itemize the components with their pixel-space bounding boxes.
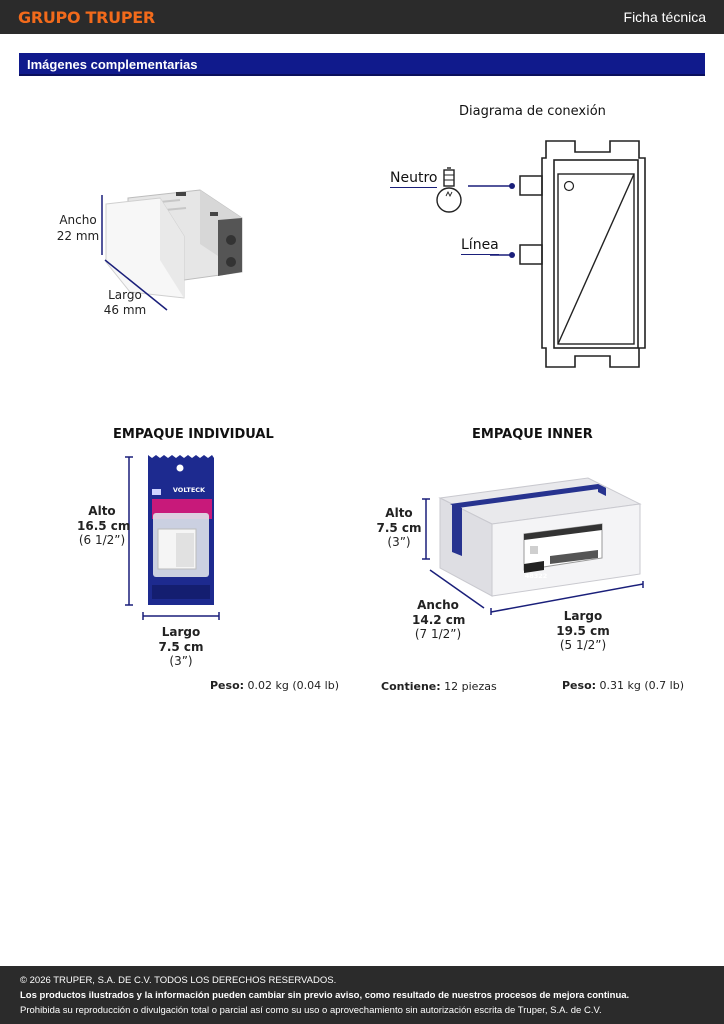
diagram-neutro-label: Neutro [390, 170, 438, 188]
product-largo-value: 46 mm [103, 303, 147, 317]
empaque-individual-alto-label: Alto [88, 504, 116, 518]
empaque-individual-largo-cm: 7.5 cm [158, 640, 204, 654]
connection-diagram [436, 140, 646, 368]
diagram-title: Diagrama de conexión [459, 104, 606, 119]
diagram-linea-label: Línea [461, 237, 499, 255]
empaque-individual-largo-dimension [142, 612, 220, 620]
brand-logo: GRUPO TRUPER [18, 8, 155, 27]
section-header: Imágenes complementarias [19, 53, 705, 76]
empaque-inner-contiene-label: Contiene: [381, 680, 441, 693]
empaque-inner-ancho-cm: 14.2 cm [412, 613, 466, 627]
empaque-inner-contiene-value: 12 piezas [444, 680, 497, 693]
empaque-individual-peso: Peso: 0.02 kg (0.04 lb) [210, 679, 339, 692]
document-type: Ficha técnica [623, 9, 706, 25]
section-title: Imágenes complementarias [27, 57, 198, 72]
empaque-individual-alto-dimension [125, 456, 133, 606]
product-ancho-value: 22 mm [56, 229, 100, 243]
empaque-individual-image [148, 455, 214, 605]
empaque-individual-peso-value: 0.02 kg (0.04 lb) [247, 679, 339, 692]
product-ancho-dimension [101, 195, 103, 255]
empaque-inner-peso-value: 0.31 kg (0.7 lb) [599, 679, 684, 692]
footer-copyright: © 2026 TRUPER, S.A. DE C.V. TODOS LOS DE… [20, 975, 337, 986]
empaque-inner-alto-label: Alto [385, 506, 413, 520]
footer-notice: Los productos ilustrados y la informació… [20, 990, 630, 1001]
product-ancho-label: Ancho [59, 213, 97, 227]
footer-prohibition: Prohibida su reproducción o divulgación … [20, 1005, 602, 1016]
empaque-individual-peso-label: Peso: [210, 679, 245, 692]
header-bar: GRUPO TRUPER Ficha técnica [0, 0, 724, 34]
empaque-individual-title: EMPAQUE INDIVIDUAL [113, 427, 274, 442]
empaque-individual-largo-in: (3”) [169, 654, 193, 668]
product-image [105, 189, 243, 299]
footer: © 2026 TRUPER, S.A. DE C.V. TODOS LOS DE… [0, 966, 724, 1024]
empaque-inner-box-code: 48322 [524, 572, 548, 580]
product-largo-label: Largo [108, 288, 142, 302]
empaque-inner-largo-cm: 19.5 cm [556, 624, 610, 638]
empaque-inner-ancho-dimension [429, 569, 485, 609]
empaque-inner-peso: Peso: 0.31 kg (0.7 lb) [562, 679, 684, 692]
empaque-inner-alto-in: (3”) [387, 535, 411, 549]
empaque-individual-alto-cm: 16.5 cm [77, 519, 131, 533]
empaque-inner-alto-dimension [422, 498, 430, 560]
empaque-inner-largo-in: (5 1/2”) [559, 638, 607, 652]
empaque-inner-largo-dimension [490, 581, 644, 615]
empaque-inner-ancho-in: (7 1/2”) [414, 627, 462, 641]
empaque-individual-alto-in: (6 1/2”) [78, 533, 126, 547]
empaque-inner-title: EMPAQUE INNER [472, 427, 593, 442]
empaque-individual-largo-label: Largo [161, 625, 201, 639]
empaque-inner-ancho-label: Ancho [417, 598, 459, 612]
empaque-inner-alto-cm: 7.5 cm [376, 521, 422, 535]
empaque-individual-brand: VOLTECK [172, 486, 206, 494]
product-largo-dimension [104, 259, 168, 311]
empaque-inner-largo-label: Largo [563, 609, 603, 623]
empaque-inner-contiene: Contiene: 12 piezas [381, 680, 497, 693]
empaque-inner-image [438, 477, 642, 597]
empaque-inner-peso-label: Peso: [562, 679, 597, 692]
